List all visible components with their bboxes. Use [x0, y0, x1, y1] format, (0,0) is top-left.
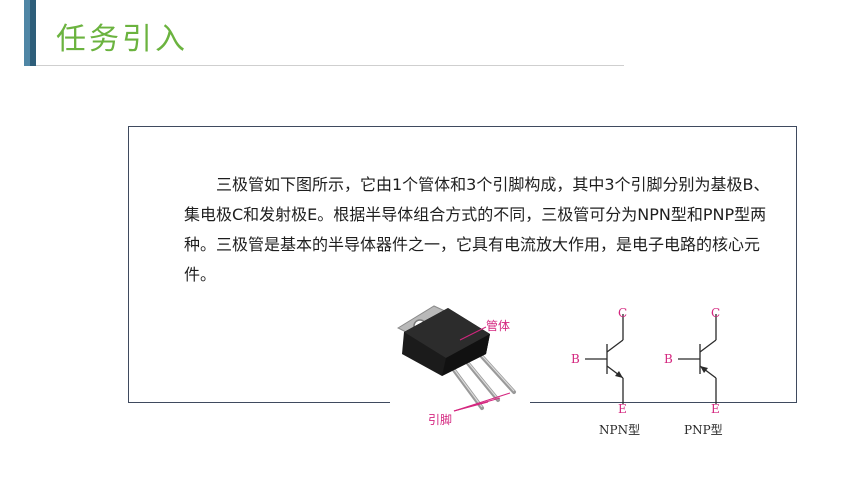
- npn-caption: NPN型: [599, 423, 641, 437]
- page-title: 任务引入: [56, 22, 188, 57]
- pins-label: 引脚: [428, 413, 453, 427]
- npn-symbol: [585, 314, 645, 406]
- title-accent-bar: [24, 0, 36, 66]
- pnp-caption: PNP型: [684, 423, 723, 437]
- pnp-base-label: B: [664, 352, 673, 366]
- pnp-symbol: [678, 314, 738, 406]
- label-pointers: [453, 326, 511, 412]
- body-label: 管体: [486, 319, 511, 333]
- npn-base-label: B: [571, 352, 580, 366]
- npn-emitter-label: E: [618, 402, 627, 416]
- pnp-emitter-label: E: [711, 402, 720, 416]
- pnp-collector-label: C: [711, 306, 721, 320]
- npn-collector-label: C: [618, 306, 628, 320]
- intro-paragraph: 三极管如下图所示，它由1个管体和3个引脚构成，其中3个引脚分别为基极B、集电极C…: [184, 175, 770, 284]
- title-divider: [36, 65, 624, 66]
